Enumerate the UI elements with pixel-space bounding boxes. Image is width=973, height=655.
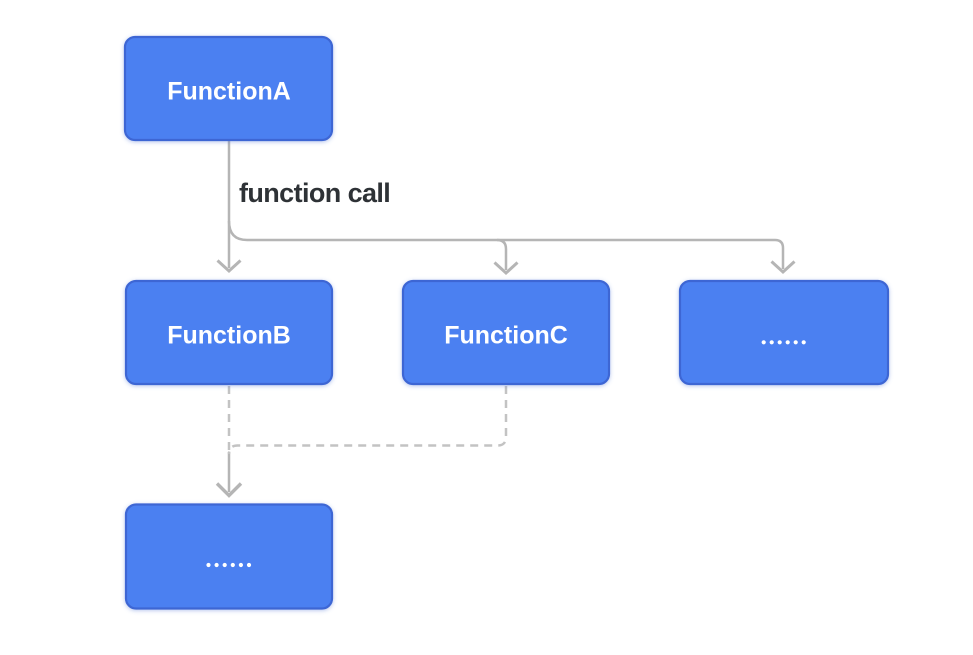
svg-text:FunctionC: FunctionC	[444, 322, 568, 350]
svg-text:function call: function call	[239, 178, 390, 208]
svg-text:FunctionA: FunctionA	[167, 78, 291, 106]
svg-text:FunctionB: FunctionB	[167, 322, 291, 350]
